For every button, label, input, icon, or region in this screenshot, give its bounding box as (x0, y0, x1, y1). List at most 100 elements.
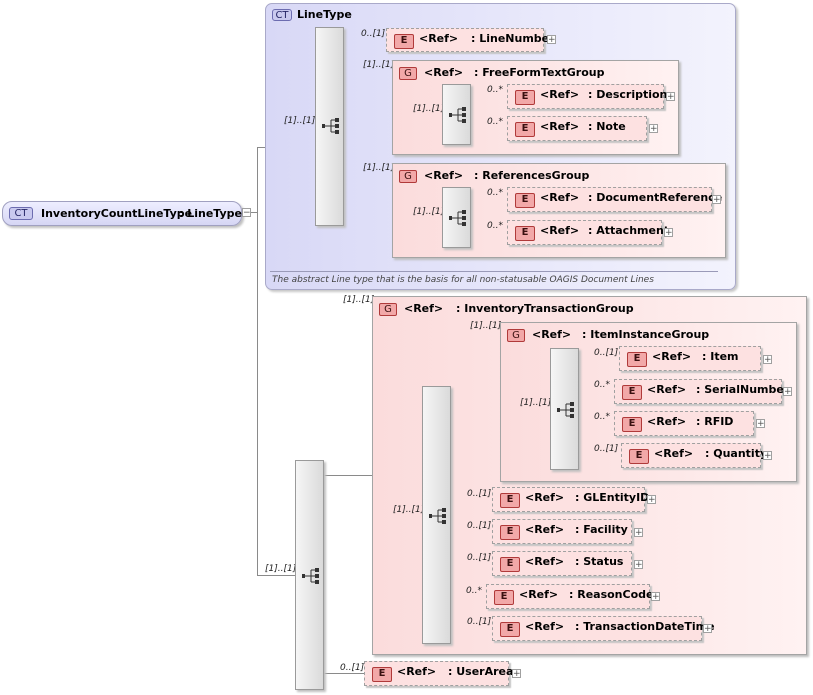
element-description[interactable]: E <Ref> : Description (507, 84, 668, 109)
root-base-type: : LineType (179, 207, 243, 220)
element-icon: E (515, 193, 535, 208)
expand-icon[interactable]: + (649, 124, 658, 134)
sequence-compositor[interactable] (550, 348, 579, 470)
cardinality: [1]..[1] (413, 104, 445, 114)
element-userarea[interactable]: E <Ref> : UserArea (364, 661, 513, 686)
element-quantity[interactable]: E <Ref> : Quantity (621, 443, 767, 468)
expand-icon[interactable]: + (763, 355, 772, 365)
element-name: : UserArea (448, 665, 514, 678)
expand-icon[interactable]: + (664, 228, 673, 238)
divider (270, 271, 718, 272)
ref-label: <Ref> (424, 169, 464, 182)
ref-label: <Ref> (654, 447, 694, 460)
element-icon: E (500, 525, 520, 540)
ref-label: <Ref> (525, 523, 565, 536)
expand-icon[interactable]: + (634, 560, 643, 570)
sequence-icon (302, 568, 319, 584)
element-name: : Description (588, 88, 668, 101)
sequence-icon (557, 402, 574, 418)
ref-label: <Ref> (419, 32, 459, 45)
cardinality: 0..* (594, 380, 610, 390)
expand-icon[interactable]: + (634, 528, 643, 538)
cardinality: [1]..[1] (284, 116, 316, 126)
element-facility[interactable]: E <Ref> : Facility (492, 519, 632, 544)
element-glentityid[interactable]: E <Ref> : GLEntityID (492, 487, 649, 512)
sequence-icon (429, 508, 446, 524)
ref-label: <Ref> (540, 120, 580, 133)
element-icon: E (500, 622, 520, 637)
sequence-compositor[interactable] (422, 386, 451, 644)
complex-type-icon: CT (9, 207, 33, 220)
cardinality: 0..* (594, 412, 610, 422)
element-reasoncode[interactable]: E <Ref> : ReasonCode (486, 584, 654, 609)
element-name: : ReasonCode (569, 588, 654, 601)
sequence-icon (449, 210, 466, 226)
ref-label: <Ref> (519, 588, 559, 601)
cardinality: [1]..[1] (363, 163, 395, 173)
ref-label: <Ref> (525, 491, 565, 504)
expand-icon[interactable]: + (512, 669, 521, 679)
complex-type-icon: CT (272, 9, 292, 21)
element-name: : RFID (696, 415, 734, 428)
expand-icon[interactable]: + (783, 387, 792, 397)
cardinality: 0..[1] (467, 489, 492, 499)
sequence-compositor[interactable] (442, 187, 471, 248)
element-rfid[interactable]: E <Ref> : RFID (614, 411, 754, 436)
element-attachment[interactable]: E <Ref> : Attachment (507, 220, 669, 245)
cardinality: [1]..[1] (413, 207, 445, 217)
group-icon: G (399, 170, 417, 183)
element-name: : Quantity (705, 447, 768, 460)
cardinality: 0..[1] (361, 29, 386, 39)
element-name: : TransactionDateTime (575, 620, 715, 633)
cardinality: [1]..[1] (520, 398, 552, 408)
cardinality: 0..* (466, 586, 482, 596)
ref-label: <Ref> (404, 302, 444, 315)
collapse-toggle-icon[interactable]: − (242, 208, 251, 218)
sequence-compositor[interactable] (315, 27, 344, 226)
element-name: : Attachment (588, 224, 670, 237)
element-name: : Note (588, 120, 626, 133)
expand-icon[interactable]: + (647, 495, 656, 505)
element-icon: E (629, 449, 649, 464)
element-status[interactable]: E <Ref> : Status (492, 551, 632, 576)
expand-icon[interactable]: + (666, 92, 675, 102)
cardinality: 0..* (487, 117, 503, 127)
expand-icon[interactable]: + (763, 451, 772, 461)
group-name: : FreeFormTextGroup (474, 66, 605, 79)
element-icon: E (622, 385, 642, 400)
cardinality: 0..[1] (467, 617, 492, 627)
sequence-icon (449, 107, 466, 123)
sequence-compositor[interactable] (442, 84, 471, 145)
element-icon: E (515, 122, 535, 137)
element-note[interactable]: E <Ref> : Note (507, 116, 647, 141)
ref-label: <Ref> (424, 66, 464, 79)
element-documentreference[interactable]: E <Ref> : DocumentReference (507, 187, 722, 212)
root-type-node[interactable]: CT InventoryCountLineType : LineType (2, 201, 242, 226)
cardinality: [1]..[1] (393, 505, 425, 515)
element-linenumber[interactable]: E <Ref> : LineNumber (386, 28, 555, 52)
element-icon: E (394, 34, 414, 49)
element-name: : DocumentReference (588, 191, 723, 204)
ref-label: <Ref> (397, 665, 437, 678)
element-item[interactable]: E <Ref> : Item (619, 346, 761, 371)
element-name: : Item (702, 350, 739, 363)
expand-icon[interactable]: + (651, 592, 660, 602)
linetype-title: LineType (297, 8, 352, 21)
sequence-compositor[interactable] (295, 460, 324, 690)
ref-label: <Ref> (647, 383, 687, 396)
expand-icon[interactable]: + (547, 35, 556, 45)
cardinality: [1]..[1] (265, 564, 297, 574)
element-name: : GLEntityID (575, 491, 650, 504)
element-icon: E (515, 226, 535, 241)
element-transactiondatetime[interactable]: E <Ref> : TransactionDateTime (492, 616, 715, 641)
cardinality: [1]..[1] (470, 321, 502, 331)
group-icon: G (399, 67, 417, 80)
expand-icon[interactable]: + (712, 195, 721, 205)
expand-icon[interactable]: + (756, 419, 765, 429)
element-serialnumber[interactable]: E <Ref> : SerialNumber (614, 379, 789, 404)
expand-icon[interactable]: + (703, 624, 712, 634)
element-icon: E (627, 352, 647, 367)
sequence-icon (322, 118, 339, 134)
element-icon: E (494, 590, 514, 605)
cardinality: [1]..[1] (343, 295, 375, 305)
